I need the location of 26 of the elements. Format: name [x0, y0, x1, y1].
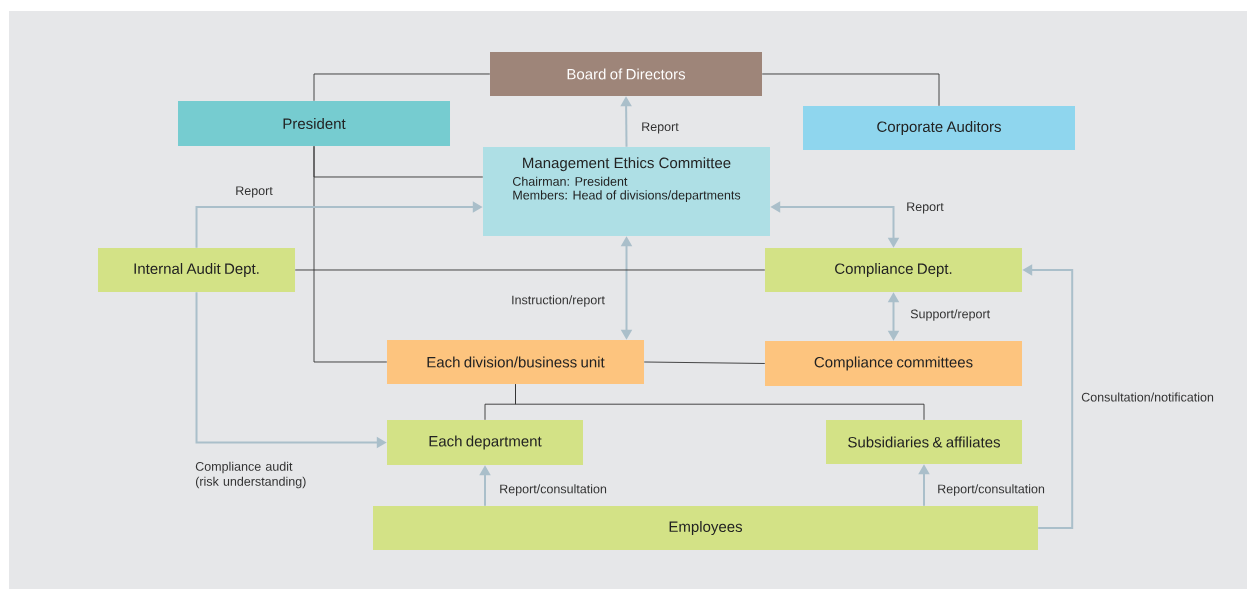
connector-line	[643, 361, 766, 364]
edge-label: Report	[236, 186, 273, 198]
board-box: Board of Directors	[490, 52, 762, 96]
edge-label: Report/consultation	[938, 484, 1045, 496]
unit-box: Each division/business unit	[387, 340, 644, 384]
role-box: Corporate Auditors	[803, 106, 1075, 150]
role-box: President	[178, 101, 450, 146]
department-box: Internal Audit Dept.	[98, 248, 295, 292]
connector-line	[515, 383, 925, 421]
connector-line	[313, 145, 388, 363]
committee-box: Management Ethics Committee Chairman: President Members: Head of divisions/departments	[483, 147, 770, 236]
edge-label: Report	[907, 202, 944, 214]
connector-line	[294, 269, 766, 271]
edge-label: Report	[642, 122, 679, 134]
department-box: Each department	[387, 420, 583, 465]
department-box: Compliance Dept.	[765, 248, 1022, 292]
edge-label: Consultation/notification	[1081, 392, 1214, 402]
connector-line	[761, 73, 940, 107]
employees-box: Employees	[373, 506, 1038, 550]
edge-label: Report/consultation	[500, 484, 607, 496]
committee-box: Compliance committees	[765, 341, 1022, 386]
connector-line	[313, 73, 491, 102]
group-box: Subsidiaries & affiliates	[826, 420, 1022, 464]
edge-label: Instruction/report	[512, 295, 605, 307]
edge-label: Compliance audit (risk understanding)	[195, 461, 306, 489]
edge-label: Support/report	[910, 309, 990, 321]
